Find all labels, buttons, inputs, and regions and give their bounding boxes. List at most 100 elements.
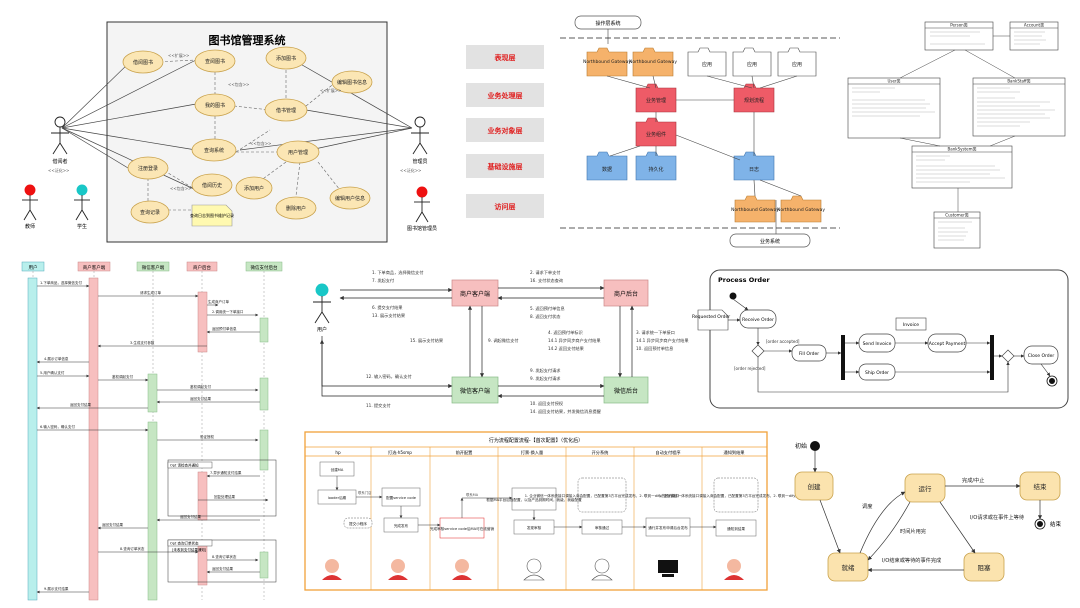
svg-text:就绪: 就绪 [842,563,856,572]
gateway-3 [734,195,776,223]
activation-user [27,277,38,601]
uc-query: 查询系统 [204,147,224,154]
svg-text:创建MA: 创建MA [331,467,344,472]
sequence-panel: 用户 商户客户端 微信客户端 商户后台 微信支付后台 [21,261,283,601]
svg-text:8. 返回支付状态: 8. 返回支付状态 [530,313,560,320]
svg-text:9.展示支付结果: 9.展示支付结果 [44,586,69,591]
svg-text:请求生成订单: 请求生成订单 [140,290,161,295]
svg-text:13. 展示支付结果: 13. 展示支付结果 [372,312,406,319]
uc-delete-user: 删除用户 [286,205,306,212]
requested-order-node [697,309,729,331]
svg-text:Close Order: Close Order [1028,353,1055,359]
svg-text:图书馆管理员: 图书馆管理员 [407,225,437,232]
svg-text:14. 返回支付结果，并发微信消息提醒: 14. 返回支付结果，并发微信消息提醒 [530,408,602,415]
svg-text:完成发布: 完成发布 [394,523,409,528]
actor-librarian [414,186,430,223]
class-bankstaff [972,77,1066,137]
svg-text:操作层系统: 操作层系统 [595,20,620,27]
svg-text:9. 发起支付请求: 9. 发起支付请求 [530,367,561,374]
pay-node-merchant-server [603,279,649,307]
svg-text:应用: 应用 [792,61,802,68]
svg-text:审核通过: 审核通过 [595,525,610,530]
state-blocked [963,552,1005,582]
svg-text:返回支付结果: 返回支付结果 [102,522,123,527]
svg-text:规划流程: 规划流程 [744,97,764,104]
svg-text:<<扩展>>: <<扩展>> [320,87,341,93]
svg-text:Fill Order: Fill Order [799,351,819,357]
svg-text:11. 提交支付: 11. 提交支付 [366,402,391,409]
svg-text:Person类: Person类 [950,22,967,28]
svg-text:1. 企业微信一体系统接口调接入商会配置，已配置第3方平台完: 1. 企业微信一体系统接口调接入商会配置，已配置第3方平台完成发布，2. 联到一… [659,493,814,498]
svg-text:通知到结果: 通知到结果 [724,449,746,456]
bottom-system-label [729,233,811,248]
sw-notice [713,477,759,513]
svg-text:返回支付结果: 返回支付结果 [180,514,201,519]
actor-admin [411,116,429,155]
gateway-1 [586,47,628,77]
svg-text:loader后期: loader后期 [328,495,347,500]
svg-text:时间片用完: 时间片用完 [900,527,926,535]
activation-wechat-server-4 [259,551,269,579]
svg-text:I/O结束或等待的事件完成: I/O结束或等待的事件完成 [882,556,941,564]
svg-text:7. 发起支付: 7. 发起支付 [372,277,394,284]
svg-text:业务管理: 业务管理 [646,97,666,104]
svg-text:数据: 数据 [602,166,612,173]
layer-presentation [466,45,544,69]
svg-text:[order rejected]: [order rejected] [734,366,766,371]
svg-text:返回支付结果: 返回支付结果 [212,566,233,571]
svg-text:3. 请求统一下单接口: 3. 请求统一下单接口 [636,329,675,336]
svg-text:15. 展示支付结果: 15. 展示支付结果 [410,337,444,344]
svg-text:通知到结果: 通知到结果 [727,526,745,531]
activation-wechat-server-2 [259,377,269,411]
class-members [852,31,1055,241]
activation-wechat-server-3 [259,429,269,471]
svg-text:16. 支付状态查询: 16. 支付状态查询 [530,277,563,284]
svg-text:初始: 初始 [795,442,807,450]
svg-text:完成审核service code后MA可在线营销: 完成审核service code后MA可在线营销 [430,526,495,531]
svg-text:创建: 创建 [808,482,822,491]
svg-text:Northbound Gateway: Northbound Gateway [777,207,825,213]
svg-text:验证授权: 验证授权 [200,434,214,439]
swimlane-panel: 行为流程配置流程-【首次配置】（优化后） hp 打选·h5smp 前开配置 打票… [304,431,814,591]
svg-text:表现层: 表现层 [494,53,516,62]
layer-object [466,118,544,142]
svg-text:业务组件: 业务组件 [646,131,666,138]
core-flow [733,83,775,113]
svg-text:阻塞: 阻塞 [978,563,992,572]
svg-text:查询日志到图书维护记录: 查询日志到图书维护记录 [190,212,234,218]
svg-text:Account类: Account类 [1024,22,1044,28]
store-data [586,151,628,181]
svg-text:业务对象层: 业务对象层 [488,126,523,135]
svg-text:4.展示订单信息: 4.展示订单信息 [44,356,69,361]
svg-text:2. 请求下单支付: 2. 请求下单支付 [530,269,560,276]
svg-text:配置service code: 配置service code [386,495,417,500]
svg-text:持久化: 持久化 [648,166,663,173]
svg-text:微信后台: 微信后台 [614,387,638,395]
svg-text:10. 返回预付单信息: 10. 返回预付单信息 [636,345,673,352]
svg-text:运行: 运行 [919,484,933,493]
gateway-2 [632,47,674,77]
svg-text:通行并发布申请后台发布: 通行并发布申请后台发布 [648,525,688,530]
layer-business [466,83,544,107]
svg-text:Receive Order: Receive Order [742,317,774,323]
svg-text:1.下单商品，选择微信支付: 1.下单商品，选择微信支付 [40,280,82,285]
svg-text:联系门店: 联系门店 [358,490,372,495]
opt-frame-2 [167,539,277,583]
svg-text:3.生成支付参数: 3.生成支付参数 [130,340,155,345]
uc-add-user: 添加用户 [244,185,264,192]
class-diagram-panel: Person类 Account类 User类 BankStaff类 BankSy… [847,22,1066,249]
core-business [635,83,677,113]
svg-text:鉴权调起支付: 鉴权调起支付 [112,374,133,379]
svg-text:5. 返回预付单信息: 5. 返回预付单信息 [530,305,565,312]
svg-text:前开配置: 前开配置 [456,449,473,456]
svg-text:8.查询订单状态: 8.查询订单状态 [120,546,145,551]
uc-borrow: 借阅图书 [133,59,153,66]
svg-text:业务处理层: 业务处理层 [488,91,523,100]
svg-text:[未收到支付结果通知]: [未收到支付结果通知] [172,547,207,552]
pay-node-wechat-client [451,376,499,404]
activation-wechat-client-1 [147,373,158,413]
class-banksystem [911,145,1013,189]
actor-teacher [22,184,38,221]
uc-add-book: 添加图书 [276,55,296,62]
